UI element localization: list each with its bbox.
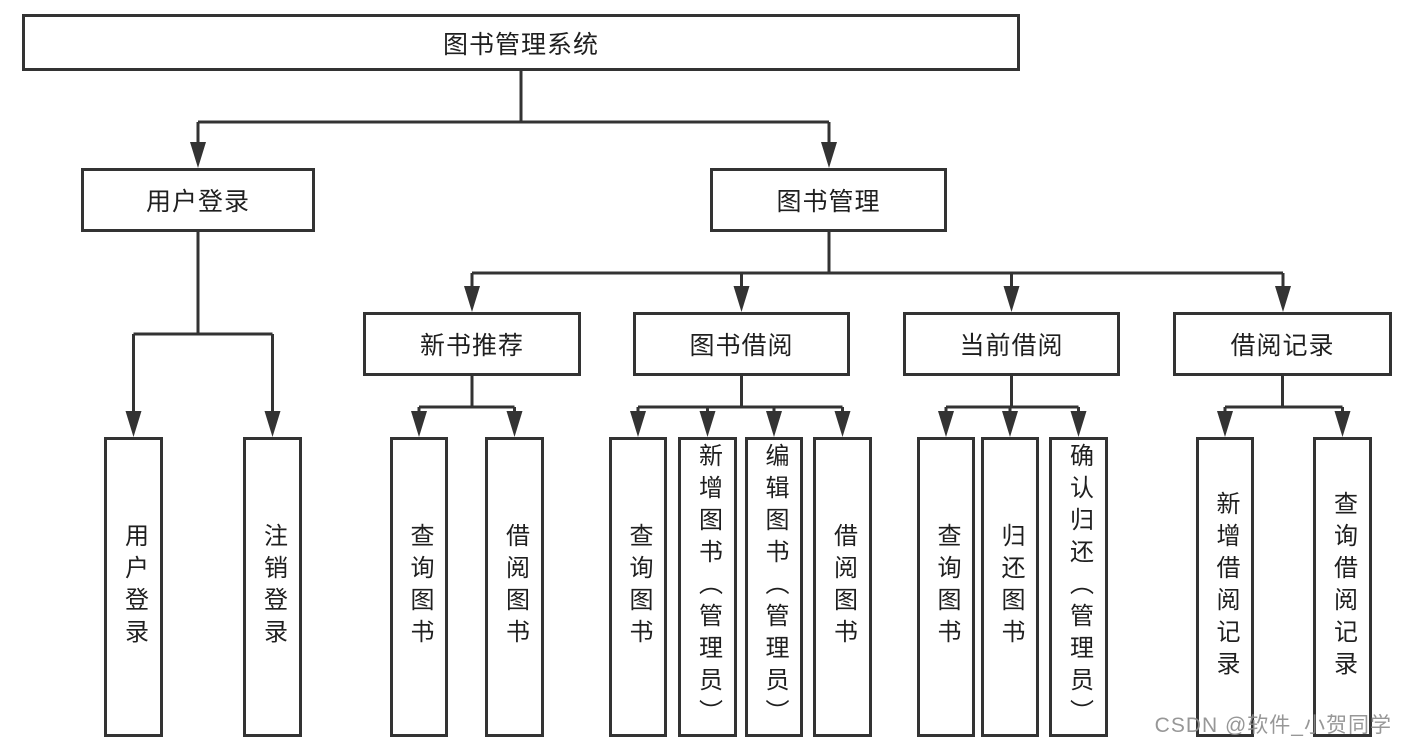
leaf-logout: 注销登录 bbox=[243, 437, 302, 737]
node-book-borrowing-label: 图书借阅 bbox=[689, 332, 794, 360]
node-user-login-label: 用户登录 bbox=[145, 188, 250, 216]
leaf-borrow-books-recommend: 借阅图书 bbox=[485, 437, 544, 737]
leaf-borrow-books-borrowing-label: 借阅图书 bbox=[829, 523, 857, 651]
leaf-query-books-recommend: 查询图书 bbox=[390, 437, 448, 737]
node-borrowing-records-label: 借阅记录 bbox=[1230, 332, 1335, 360]
node-book-management: 图书管理 bbox=[710, 168, 947, 232]
leaf-query-books-borrowing-label: 查询图书 bbox=[625, 523, 652, 651]
leaf-query-borrow-record-label: 查询借阅记录 bbox=[1329, 491, 1357, 683]
leaf-add-borrow-record-label: 新增借阅记录 bbox=[1212, 491, 1239, 683]
leaf-logout-label: 注销登录 bbox=[259, 523, 287, 651]
arrowheads bbox=[125, 142, 1351, 437]
leaf-return-book: 归还图书 bbox=[981, 437, 1039, 737]
node-new-book-recommend-label: 新书推荐 bbox=[419, 332, 524, 360]
leaf-borrow-books-borrowing: 借阅图书 bbox=[813, 437, 872, 737]
node-current-borrowing-label: 当前借阅 bbox=[959, 332, 1064, 360]
leaf-confirm-return-admin-label: 确认归还（管理员） bbox=[1065, 443, 1093, 731]
csdn-watermark: CSDN @软件_小贺同学 bbox=[1154, 714, 1392, 737]
leaf-add-borrow-record: 新增借阅记录 bbox=[1196, 437, 1254, 737]
leaf-return-book-label: 归还图书 bbox=[997, 523, 1024, 651]
leaf-add-book-admin: 新增图书（管理员） bbox=[678, 437, 737, 737]
node-root-label: 图书管理系统 bbox=[442, 30, 599, 59]
leaf-user-login-label: 用户登录 bbox=[120, 523, 148, 651]
leaf-query-books-current: 查询图书 bbox=[917, 437, 975, 737]
node-current-borrowing: 当前借阅 bbox=[903, 312, 1120, 376]
node-root: 图书管理系统 bbox=[22, 14, 1020, 71]
leaf-query-books-borrowing: 查询图书 bbox=[609, 437, 667, 737]
leaf-add-book-admin-label: 新增图书（管理员） bbox=[694, 443, 722, 731]
node-book-management-label: 图书管理 bbox=[776, 188, 881, 216]
leaf-query-books-current-label: 查询图书 bbox=[933, 523, 960, 651]
leaf-borrow-books-recommend-label: 借阅图书 bbox=[501, 523, 529, 651]
leaf-edit-book-admin: 编辑图书（管理员） bbox=[745, 437, 803, 737]
node-user-login: 用户登录 bbox=[81, 168, 315, 232]
leaf-query-books-recommend-label: 查询图书 bbox=[406, 523, 433, 651]
node-book-borrowing: 图书借阅 bbox=[633, 312, 850, 376]
leaf-confirm-return-admin: 确认归还（管理员） bbox=[1049, 437, 1108, 737]
leaf-edit-book-admin-label: 编辑图书（管理员） bbox=[761, 443, 788, 731]
node-new-book-recommend: 新书推荐 bbox=[363, 312, 581, 376]
node-borrowing-records: 借阅记录 bbox=[1173, 312, 1392, 376]
leaf-user-login: 用户登录 bbox=[104, 437, 163, 737]
leaf-query-borrow-record: 查询借阅记录 bbox=[1313, 437, 1372, 737]
